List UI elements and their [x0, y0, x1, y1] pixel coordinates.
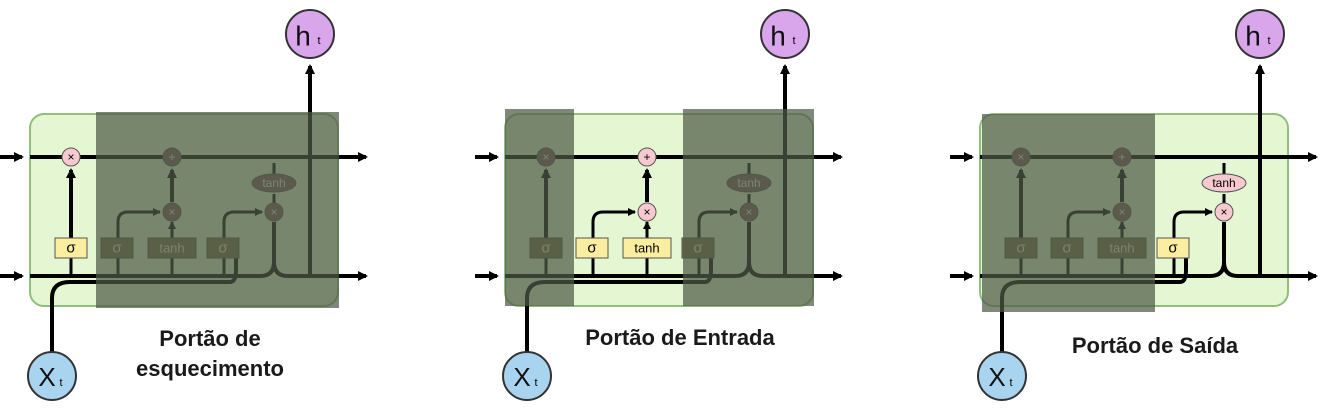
caption-input-gate: Portão de Entrada	[540, 323, 820, 353]
hidden-out-line	[1222, 222, 1318, 281]
gate-highlight-shade	[96, 112, 339, 308]
ht-sub: t	[317, 35, 320, 47]
gate-highlight-shade	[683, 109, 814, 306]
caption-input-line1: Portão de Entrada	[585, 325, 775, 350]
add-node-symbol: +	[643, 150, 650, 164]
xt-node	[502, 351, 552, 401]
sigma-label: σ	[587, 240, 597, 257]
sigma-label: σ	[1168, 240, 1178, 257]
input-sigma-feed	[591, 208, 636, 238]
multiply-node-symbol: ×	[1220, 205, 1227, 219]
ht-label: h	[770, 21, 786, 52]
ht-node	[760, 9, 810, 59]
output-sigma-feed	[1172, 208, 1213, 238]
caption-forget-line1: Portão de	[159, 326, 261, 351]
xt-sub: t	[1009, 377, 1012, 389]
xt-sub: t	[534, 377, 537, 389]
gate-highlight-shade	[982, 114, 1155, 312]
sigma-label: σ	[66, 240, 76, 257]
tanh-op-label: tanh	[1212, 176, 1235, 190]
xt-label: X	[988, 362, 1005, 392]
caption-forget-gate: Portão de esquecimento	[80, 324, 340, 384]
tanh-label: tanh	[634, 241, 659, 256]
xt-label: X	[513, 362, 530, 392]
caption-forget-line2: esquecimento	[136, 356, 284, 381]
caption-output-line1: Portão de Saída	[1071, 333, 1239, 358]
multiply-node-symbol: ×	[643, 205, 650, 219]
xt-sub: t	[59, 377, 62, 389]
multiply-node	[637, 202, 657, 222]
caption-output-gate: Portão de Saída	[1030, 331, 1280, 361]
sigmoid-gate-box	[1156, 237, 1190, 259]
ht-sub: t	[1267, 35, 1270, 47]
add-node	[637, 147, 657, 167]
ht-label: h	[1245, 21, 1261, 52]
sigmoid-gate-box	[54, 237, 88, 259]
tanh-op-node	[1201, 173, 1247, 193]
multiply-node	[1214, 202, 1234, 222]
xt-node	[27, 351, 77, 401]
ht-node	[1235, 9, 1285, 59]
gate-highlight-shade	[505, 109, 574, 306]
xt-label: X	[38, 362, 55, 392]
xt-node	[977, 351, 1027, 401]
multiply-node-symbol: ×	[67, 150, 74, 164]
multiply-node	[61, 147, 81, 167]
sigmoid-gate-box	[575, 237, 609, 259]
ht-node	[285, 9, 335, 59]
tanh-gate-box	[622, 237, 672, 259]
ht-label: h	[295, 21, 311, 52]
ht-sub: t	[792, 35, 795, 47]
